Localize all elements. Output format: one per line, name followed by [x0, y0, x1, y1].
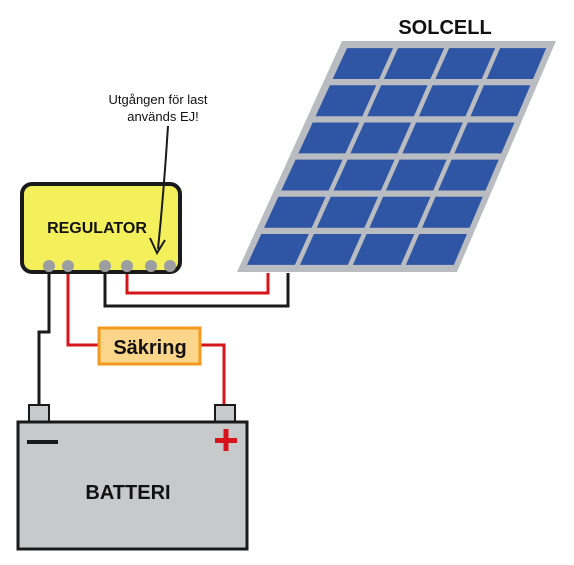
terminal-panel-positive — [121, 260, 133, 272]
solar-cell — [281, 159, 343, 191]
solar-panel — [237, 41, 556, 272]
fuse-label: Säkring — [113, 337, 186, 359]
battery-negative-post — [28, 404, 50, 423]
battery-positive-wire-from-fuse — [200, 343, 226, 405]
solar-cell — [332, 48, 394, 79]
solar-cell — [486, 48, 547, 79]
battery-positive-post — [214, 404, 236, 423]
terminal-battery-negative — [43, 260, 55, 272]
solar-cell — [470, 85, 531, 117]
battery-negative-wire — [37, 268, 51, 405]
regulator-label: REGULATOR — [47, 220, 147, 237]
solar-cell — [402, 122, 463, 154]
battery-positive-sign — [215, 429, 237, 451]
solar-cell — [367, 85, 428, 117]
terminal-load-1 — [145, 260, 157, 272]
solar-cell — [316, 196, 379, 228]
panel-negative-wire — [103, 268, 290, 308]
battery-label: BATTERI — [85, 482, 170, 504]
solar-cell — [264, 196, 326, 228]
battery: BATTERI — [16, 404, 249, 551]
solar-cell — [369, 196, 431, 228]
regulator-box — [20, 182, 182, 274]
solar-cell — [438, 159, 499, 191]
terminal-battery-positive — [62, 260, 74, 272]
solar-cell — [454, 122, 515, 154]
solar-cell — [422, 196, 483, 228]
note-arrow — [149, 125, 169, 256]
terminal-panel-negative — [99, 260, 111, 272]
solar-cell — [384, 48, 445, 79]
solar-panel-label: SOLCELL — [398, 17, 491, 39]
solar-cell — [300, 234, 362, 265]
fuse-box — [97, 326, 202, 366]
regulator-terminals — [43, 260, 176, 272]
solar-cell — [352, 234, 415, 265]
solar-cell — [315, 85, 377, 117]
solar-cell — [247, 234, 309, 265]
solar-cell — [350, 122, 412, 154]
note-line-2: används EJ! — [127, 109, 199, 124]
fuse: Säkring — [97, 326, 202, 366]
solar-cell — [333, 159, 395, 191]
terminal-load-2 — [164, 260, 176, 272]
panel-positive-wire — [125, 268, 270, 295]
regulator: REGULATOR — [20, 182, 182, 274]
solar-cell — [385, 159, 447, 191]
solar-cell — [435, 48, 496, 79]
solar-cell — [298, 122, 360, 154]
solar-cell — [418, 85, 479, 117]
battery-positive-wire-to-fuse — [66, 268, 99, 347]
solar-panel-cells — [247, 48, 547, 265]
note-line-1: Utgången för last — [108, 92, 207, 107]
battery-negative-sign — [27, 440, 58, 444]
solar-cell — [405, 234, 467, 265]
